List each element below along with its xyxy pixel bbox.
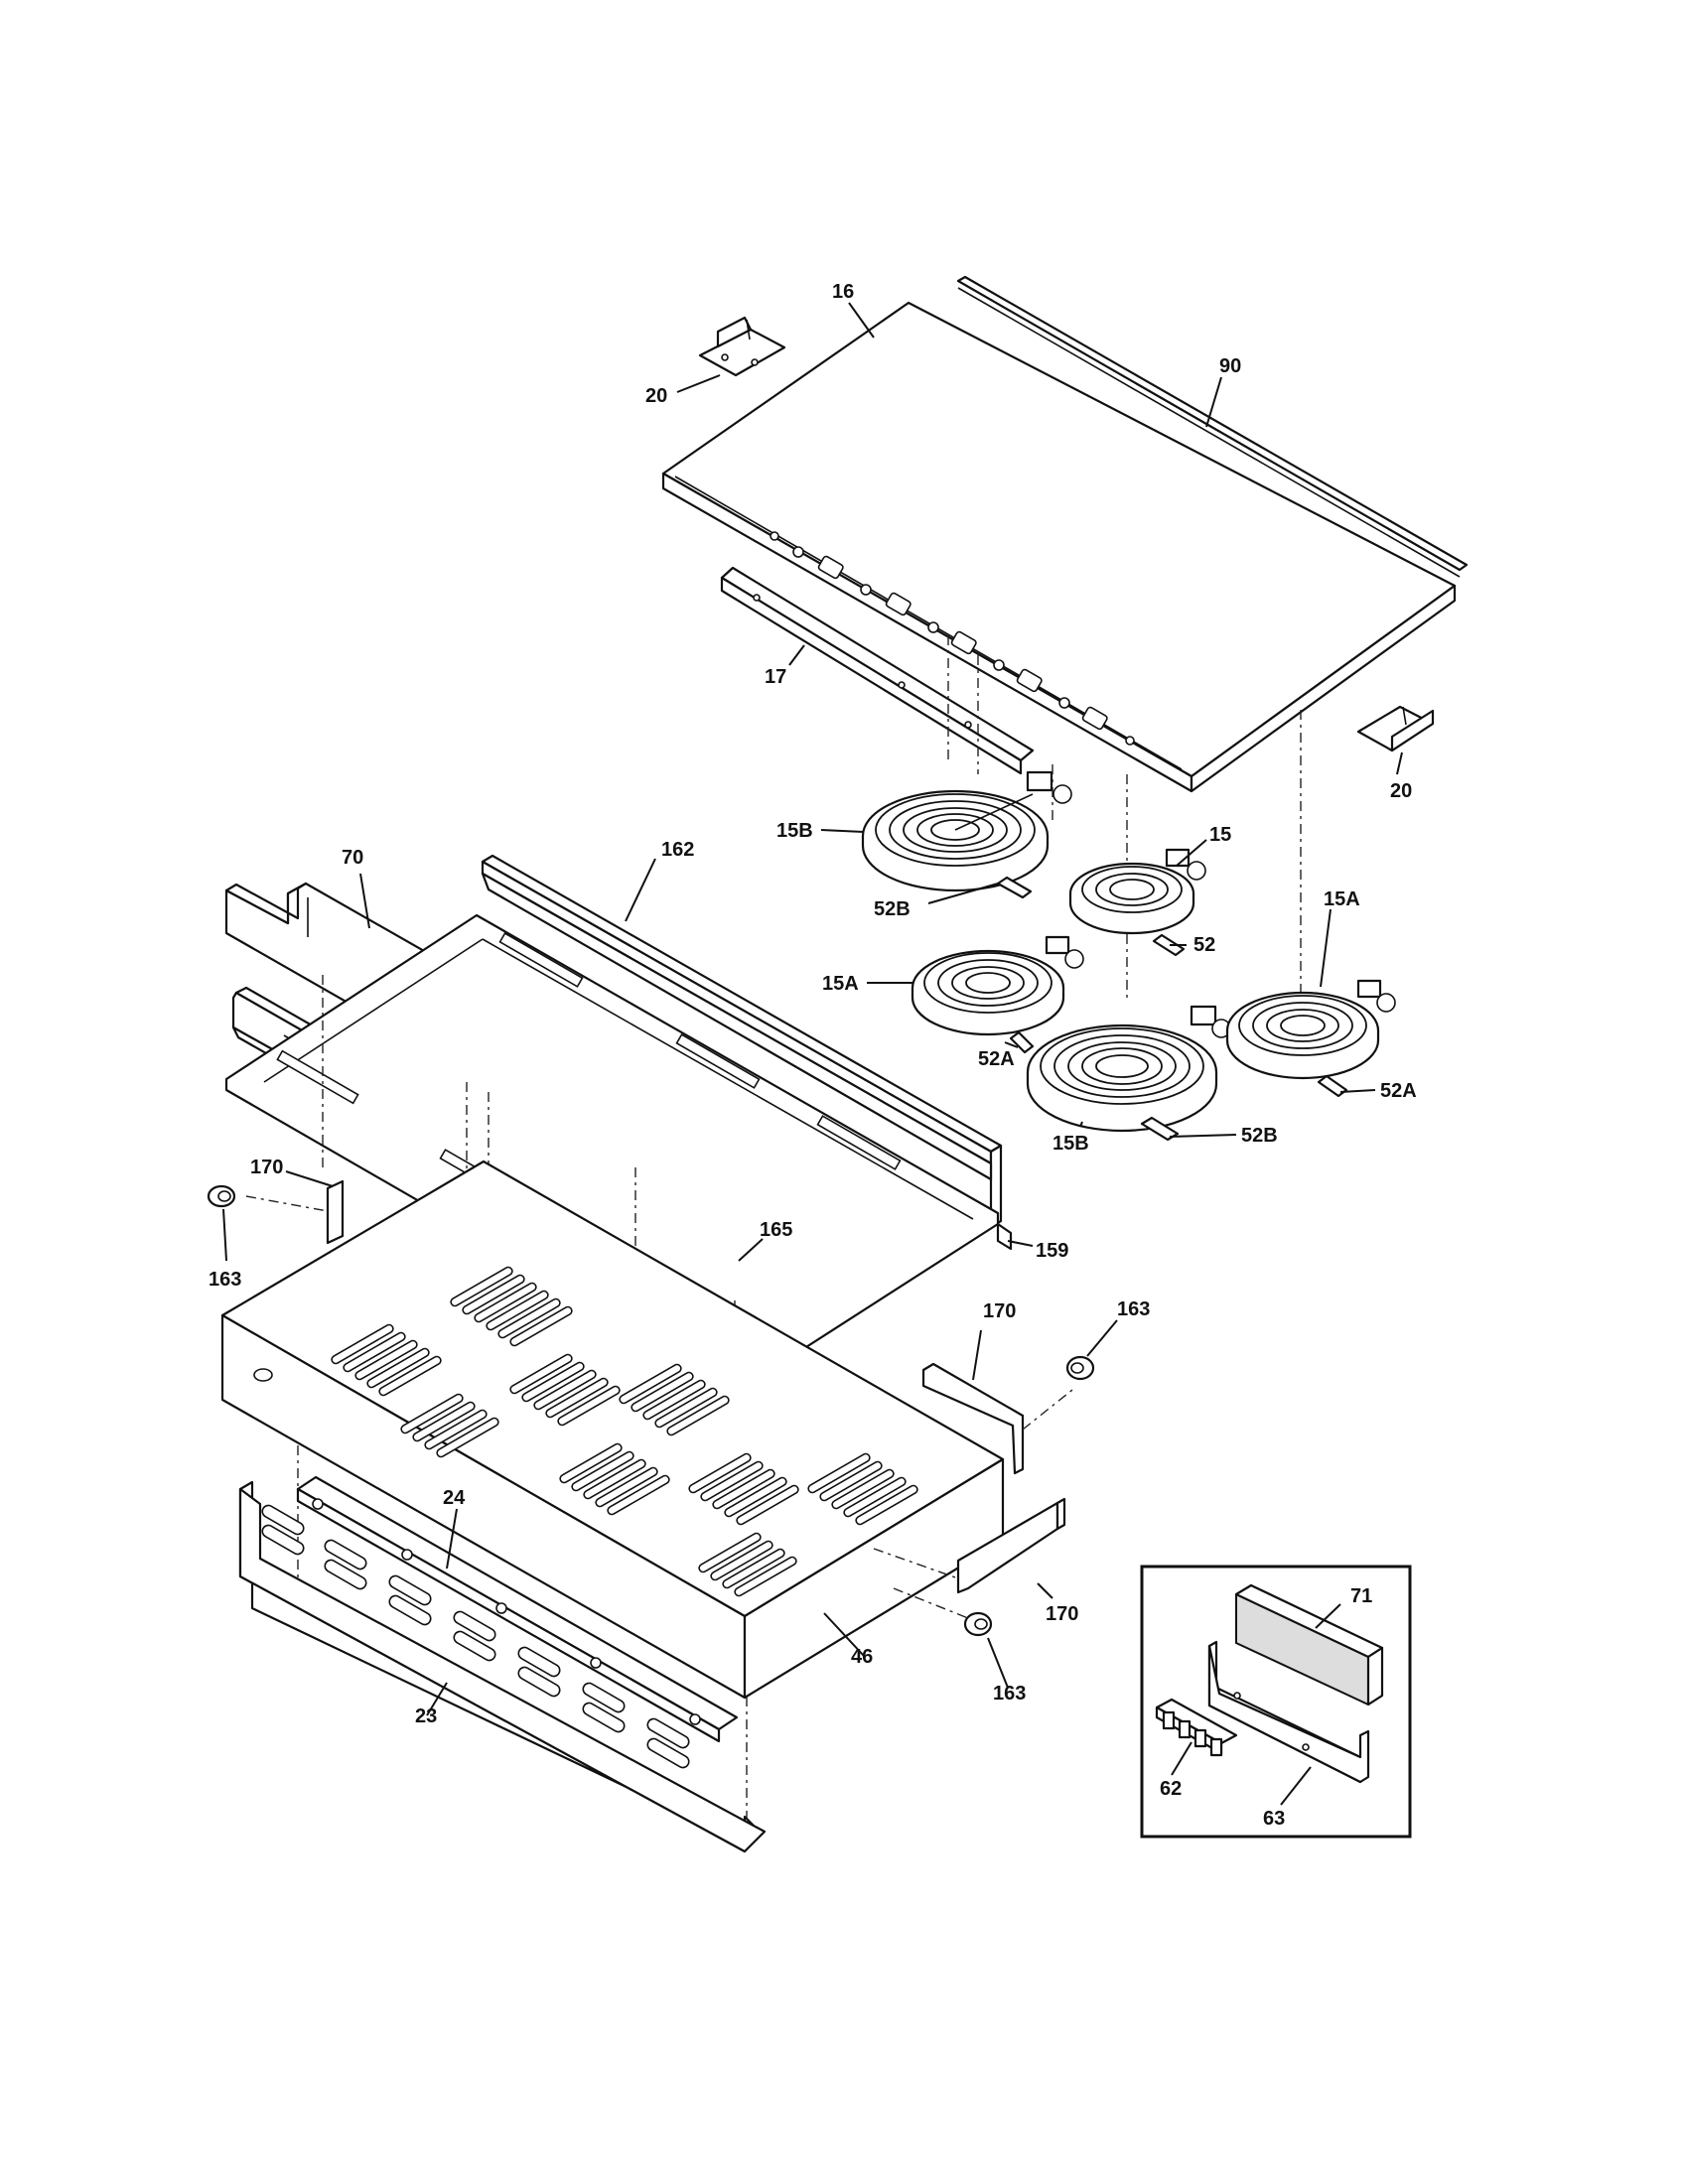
- housing-part-46: [220, 1160, 1005, 1700]
- callout-15B-lower: 15B: [1052, 1133, 1089, 1155]
- leader-lines: [222, 302, 1403, 1806]
- callout-163-lower: 163: [993, 1683, 1026, 1705]
- callout-170-lower: 170: [1046, 1603, 1078, 1625]
- callout-52B-upper: 52B: [874, 898, 911, 920]
- panel-part-162: [481, 854, 1003, 1229]
- callout-46: 46: [851, 1646, 873, 1668]
- bracket-part-170-lower: [873, 1497, 1066, 1594]
- callout-15: 15: [1209, 824, 1231, 846]
- heating-elements: [861, 770, 1396, 1142]
- callout-163-right: 163: [1117, 1298, 1150, 1320]
- rail-part-17: [720, 566, 1035, 775]
- grille-slots: [261, 1504, 690, 1769]
- callout-16: 16: [832, 281, 854, 303]
- callout-20-right: 20: [1390, 780, 1412, 802]
- terminal-block-part-62: [1155, 1698, 1238, 1757]
- vent-slots: [331, 1266, 918, 1597]
- callout-15A-right: 15A: [1324, 888, 1360, 910]
- callout-165: 165: [760, 1219, 792, 1241]
- callout-labels: 16 20 90 17 20 15B 15 52B 52 15A 15A 52A…: [209, 281, 1417, 1830]
- bracket-part-20-left: [698, 316, 786, 377]
- element-15B-lower: [1026, 1005, 1231, 1142]
- callout-15B-upper: 15B: [776, 820, 813, 842]
- callout-63: 63: [1263, 1808, 1285, 1830]
- cooktop-glass-part-16: [661, 301, 1457, 793]
- callout-52B-lower: 52B: [1241, 1125, 1278, 1147]
- callout-17: 17: [765, 666, 786, 688]
- grommet-part-163-right: [1065, 1355, 1095, 1381]
- callout-162: 162: [661, 839, 694, 861]
- element-15A-left: [911, 935, 1084, 1054]
- rail-part-24: [296, 1475, 739, 1743]
- callout-170-left: 170: [250, 1157, 283, 1178]
- grommet-part-163-left: [207, 1184, 236, 1208]
- callout-62: 62: [1160, 1778, 1182, 1800]
- grille-part-23: [238, 1480, 767, 1853]
- callout-24: 24: [443, 1487, 466, 1509]
- callout-159: 159: [1036, 1240, 1068, 1262]
- callout-15A-left: 15A: [822, 973, 859, 995]
- bracket-part-20-right: [1356, 705, 1435, 752]
- inset-detail: [1140, 1565, 1412, 1839]
- callout-20-top: 20: [645, 385, 667, 407]
- trim-strip-part-90: [956, 275, 1469, 578]
- control-marks: [770, 531, 1135, 746]
- callout-52A-left: 52A: [978, 1048, 1015, 1070]
- insulation-block-part-71: [1234, 1583, 1384, 1706]
- bracket-part-170-left: [245, 1179, 345, 1245]
- callout-52: 52: [1193, 934, 1215, 956]
- bracket-part-170-right: [921, 1362, 1073, 1475]
- element-15B-upper: [861, 770, 1072, 899]
- callout-70: 70: [342, 847, 363, 869]
- element-15A-right: [1225, 979, 1396, 1098]
- element-15-small: [1068, 848, 1206, 957]
- bracket-part-63: [1207, 1640, 1370, 1784]
- callout-90: 90: [1219, 355, 1241, 377]
- callout-163-left: 163: [209, 1269, 241, 1291]
- callout-52A-right: 52A: [1380, 1080, 1417, 1102]
- grommet-part-163-lower: [893, 1587, 993, 1637]
- callout-23: 23: [415, 1706, 437, 1727]
- callout-71: 71: [1350, 1585, 1372, 1607]
- callout-170-right: 170: [983, 1300, 1016, 1322]
